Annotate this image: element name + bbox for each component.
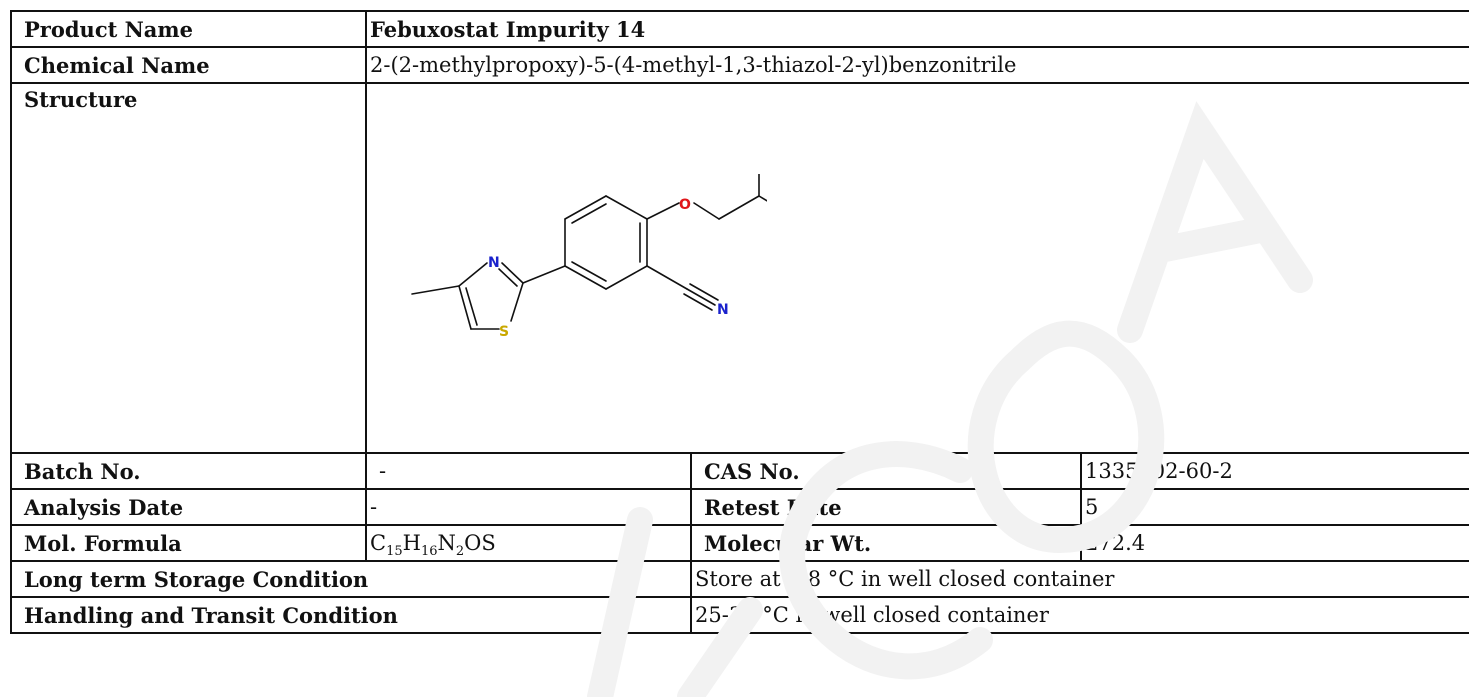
- bond-b5-cn: [646, 265, 688, 290]
- mol-formula-value: C15H16N2OS: [365, 524, 692, 562]
- bond-c4-c5-double: [465, 287, 478, 326]
- atom-o-ether: O: [679, 197, 691, 213]
- atom-n-nitrile: N: [717, 302, 729, 318]
- batch-no-value: -: [365, 452, 692, 490]
- row-handling-transit: Handling and Transit Condition 25-30 °C …: [10, 596, 1469, 634]
- bond-c4-c5: [458, 285, 472, 330]
- formula-hydrogen: H: [402, 531, 421, 555]
- molecular-wt-label: Molecular Wt.: [690, 524, 1082, 562]
- row-long-term-storage: Long term Storage Condition Store at 2-8…: [10, 560, 1469, 598]
- handling-transit-value: 25-30 °C in well closed container: [689, 596, 1469, 634]
- batch-no-label: Batch No.: [10, 452, 367, 490]
- bond-o-ch2: [693, 202, 720, 220]
- chemical-name-label: Chemical Name: [10, 46, 367, 84]
- chemical-name-value: 2-(2-methylpropoxy)-5-(4-methyl-1,3-thia…: [364, 46, 1469, 84]
- coa-table: Product Name Febuxostat Impurity 14 Chem…: [10, 10, 1469, 634]
- bond-b5-b6: [605, 265, 648, 290]
- row-chemical-name: Chemical Name 2-(2-methylpropoxy)-5-(4-m…: [10, 46, 1469, 84]
- bond-c2-n: [501, 262, 524, 284]
- cas-no-value: 1335202-60-2: [1079, 452, 1469, 490]
- bond-nitrile-3: [683, 293, 713, 311]
- retest-date-value: 5: [1079, 488, 1469, 526]
- formula-carbon: C: [370, 531, 387, 555]
- bond-b2-b3-inner: [571, 203, 607, 224]
- bond-thiazole-benzene: [522, 265, 566, 284]
- bond-n-c4: [458, 262, 488, 287]
- handling-transit-label: Handling and Transit Condition: [10, 596, 692, 634]
- formula-nitrogen-count: 2: [455, 544, 465, 560]
- bond-methyl-thiazole: [411, 285, 460, 295]
- bond-b4-o: [646, 202, 680, 220]
- cas-no-label: CAS No.: [690, 452, 1082, 490]
- bond-b6-b1-inner: [571, 261, 607, 282]
- analysis-date-label: Analysis Date: [10, 488, 367, 526]
- formula-carbon-count: 15: [386, 544, 403, 560]
- bond-b3-b4: [605, 195, 648, 220]
- row-structure: Structure: [10, 82, 1469, 454]
- row-batch-cas: Batch No. - CAS No. 1335202-60-2: [10, 452, 1469, 490]
- bond-ch-ch3b: [758, 195, 767, 202]
- row-formula-weight: Mol. Formula C15H16N2OS Molecular Wt. 27…: [10, 524, 1469, 562]
- row-product-name: Product Name Febuxostat Impurity 14: [10, 10, 1469, 48]
- formula-rest: OS: [464, 531, 496, 555]
- bond-b2-b3: [564, 195, 607, 220]
- formula-hydrogen-count: 16: [420, 544, 438, 560]
- analysis-date-value: -: [365, 488, 692, 526]
- mol-formula-label: Mol. Formula: [10, 524, 367, 562]
- atom-s-thiazole: S: [499, 324, 509, 340]
- structure-image-cell: N S O N: [364, 82, 1469, 454]
- long-term-storage-value: Store at 2-8 °C in well closed container: [689, 560, 1469, 598]
- product-name-value: Febuxostat Impurity 14: [364, 10, 1469, 48]
- bond-c2-n-double: [498, 268, 518, 287]
- retest-date-label: Retest Date: [690, 488, 1082, 526]
- long-term-storage-label: Long term Storage Condition: [10, 560, 692, 598]
- atom-n-thiazole: N: [488, 255, 500, 271]
- bond-nitrile-1: [686, 288, 716, 306]
- formula-nitrogen: N: [437, 531, 456, 555]
- product-name-label: Product Name: [10, 10, 367, 48]
- chemical-structure-drawing: N S O N: [411, 174, 767, 340]
- bond-ch2-ch: [718, 195, 760, 220]
- row-analysis-retest: Analysis Date - Retest Date 5: [10, 488, 1469, 526]
- bond-s-c2: [510, 282, 524, 322]
- coa-sheet: Product Name Febuxostat Impurity 14 Chem…: [10, 10, 1469, 700]
- bond-b6-b1: [564, 265, 607, 290]
- bond-nitrile-2: [689, 283, 719, 301]
- structure-label: Structure: [10, 82, 367, 454]
- molecular-wt-value: 272.4: [1079, 524, 1469, 562]
